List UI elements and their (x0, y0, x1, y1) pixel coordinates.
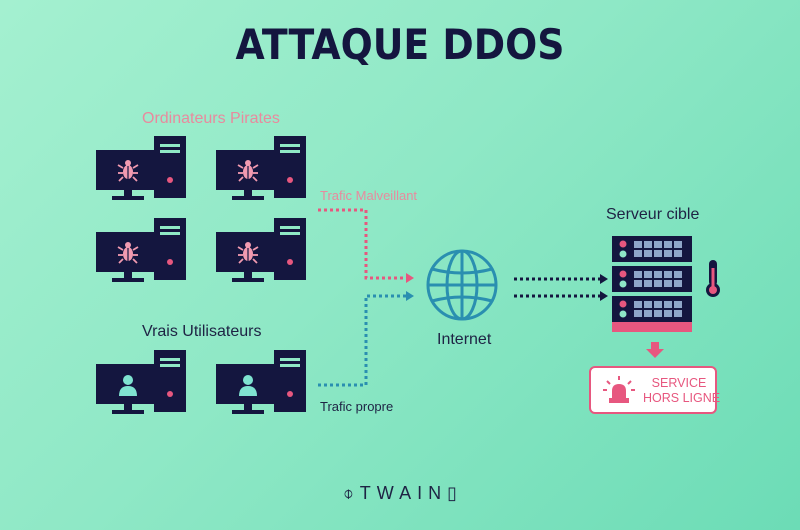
target-server-label: Serveur cible (606, 206, 700, 223)
globe-icon (426, 249, 498, 321)
pirate-computer-4 (216, 218, 306, 282)
server-icon (612, 236, 692, 332)
user-computer-1 (96, 350, 186, 414)
pirate-computer-3 (96, 218, 186, 282)
pirate-computer-1 (96, 136, 186, 200)
alert-text: SERVICE HORS LIGNE (643, 376, 721, 406)
alert-line-1: SERVICE (651, 376, 707, 390)
down-arrow-icon (646, 342, 664, 358)
alarm-icon (603, 376, 635, 403)
service-offline-alert: SERVICE HORS LIGNE (589, 366, 721, 414)
thermometer-icon (706, 260, 720, 297)
user-computer-2 (216, 350, 306, 414)
pirates-label: Ordinateurs Pirates (142, 110, 280, 127)
internet-label: Internet (437, 331, 492, 348)
clean-traffic-label: Trafic propre (320, 399, 394, 414)
real-users-label: Vrais Utilisateurs (142, 323, 262, 340)
alert-line-2: HORS LIGNE (643, 391, 721, 405)
malicious-traffic-label: Trafic Malveillant (320, 188, 418, 203)
brand-o-glyph: ▯ (447, 483, 458, 503)
clean-traffic-line (318, 294, 406, 387)
brand-logo: ⌽TWAIN▯ (0, 483, 800, 504)
page-title: ATTAQUE DDOS (235, 20, 565, 69)
brand-name: TWAIN (359, 483, 448, 503)
pirate-computer-2 (216, 136, 306, 200)
leaf-icon: ⌽ (342, 483, 354, 503)
malicious-traffic-line (318, 208, 406, 280)
